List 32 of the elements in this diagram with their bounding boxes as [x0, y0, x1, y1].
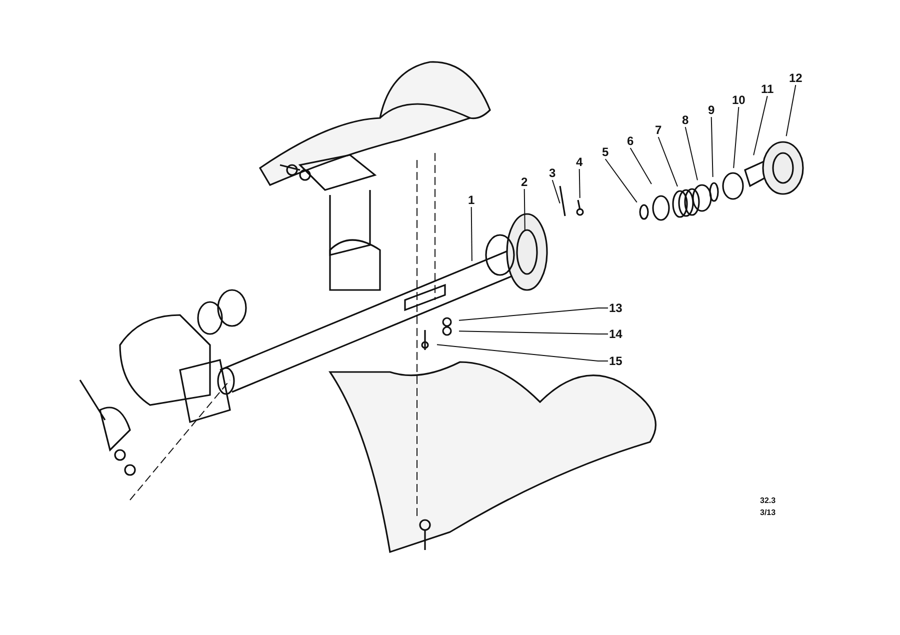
- callout-number: 9: [707, 103, 716, 117]
- callout-number: 6: [626, 134, 635, 148]
- leader-line: [658, 136, 678, 187]
- callout-number: 15: [608, 354, 624, 368]
- page-reference: 32.3: [760, 496, 776, 506]
- leader-line: [604, 158, 638, 203]
- callout-number: 11: [760, 82, 775, 96]
- callout-number: 7: [654, 123, 663, 137]
- leader-line: [524, 188, 526, 232]
- leader-line: [684, 126, 698, 181]
- leader-line: [630, 148, 652, 184]
- callout-number: 12: [788, 71, 804, 85]
- leader-line: [552, 180, 560, 204]
- leader-line: [458, 330, 608, 334]
- callout-number: 3: [548, 166, 557, 180]
- leader-line: [470, 206, 472, 262]
- leader-line: [436, 344, 608, 362]
- callout-number: 5: [601, 145, 610, 159]
- callout-number: 2: [520, 175, 529, 189]
- callout-number: 10: [731, 93, 746, 107]
- leader-line: [578, 168, 580, 198]
- callout-number: 14: [608, 327, 624, 341]
- leader-line: [710, 116, 714, 178]
- callout-number: 13: [608, 301, 624, 315]
- page-reference: 3/13: [760, 508, 776, 518]
- leader-line: [733, 106, 740, 169]
- leader-line: [786, 84, 796, 137]
- leader-line: [458, 308, 608, 321]
- callout-number: 4: [575, 155, 584, 169]
- callout-number: 1: [467, 193, 476, 207]
- callout-number: 8: [681, 113, 690, 127]
- leader-line: [753, 96, 768, 156]
